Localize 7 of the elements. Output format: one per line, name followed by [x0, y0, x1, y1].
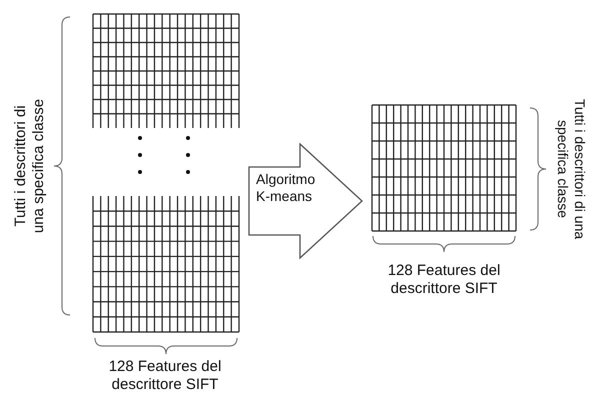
- block-arrow: [248, 142, 363, 260]
- axis-label: 128 Features del descrittore SIFT: [108, 358, 222, 394]
- matrix-drawing: [93, 14, 239, 332]
- axis-label: Tutti i descrittori di una specifica classe: [554, 98, 588, 241]
- axis-label: Tutti i descrittori di una specifica classe: [12, 98, 48, 236]
- edge-label: Algoritmo K-means: [256, 171, 316, 205]
- axis-label: 128 Features del descrittore SIFT: [386, 262, 502, 298]
